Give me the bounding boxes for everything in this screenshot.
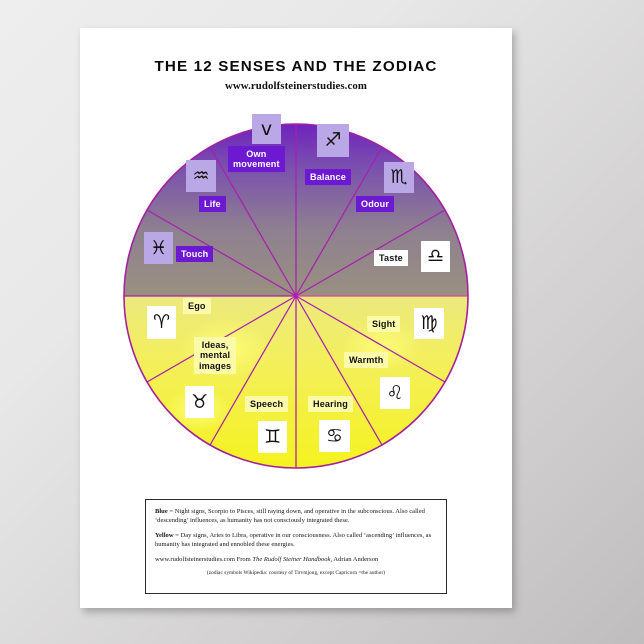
glyph-pisces: ♓ bbox=[144, 232, 173, 264]
poster-canvas: THE 12 SENSES AND THE ZODIAC www.rudolfs… bbox=[80, 28, 512, 608]
glyph-cancer: ♋ bbox=[319, 420, 350, 452]
label-own-movement: Own movement bbox=[228, 146, 285, 173]
label-touch: Touch bbox=[176, 246, 214, 262]
note-yellow-paragraph: Yellow = Day signs, Aries to Libra, oper… bbox=[155, 531, 437, 549]
page-title: THE 12 SENSES AND THE ZODIAC bbox=[154, 58, 438, 75]
note-source-line: www.rudolfsteinerstudies.com From The Ru… bbox=[155, 555, 437, 564]
page-subtitle: www.rudolfsteinerstudies.com bbox=[225, 80, 367, 92]
zodiac-wheel: ᴠ Own movement ♐ Balance ♏ Odour ♎ Taste… bbox=[120, 114, 472, 472]
label-hearing: Hearing bbox=[308, 396, 353, 412]
glyph-gemini: ♊ bbox=[258, 421, 287, 453]
label-ideas-mental-images: Ideas, mental images bbox=[194, 337, 237, 374]
note-blue-paragraph: Blue = Night signs, Scorpio to Pisces, s… bbox=[155, 507, 437, 525]
glyph-capricorn: ᴠ bbox=[252, 114, 281, 144]
glyph-aquarius: ♒ bbox=[186, 160, 216, 192]
glyph-virgo: ♍ bbox=[414, 308, 444, 339]
glyph-scorpio: ♏ bbox=[384, 162, 414, 193]
wheel-spokes bbox=[124, 124, 468, 468]
label-balance: Balance bbox=[305, 169, 351, 185]
source-book-title: The Rudolf Steiner Handbook bbox=[252, 555, 331, 563]
note-credit-line: (zodiac symbols Wikipedia: courtesy of T… bbox=[206, 569, 386, 576]
glyph-libra: ♎ bbox=[421, 241, 450, 272]
note-yellow-keyword: Yellow bbox=[155, 531, 174, 539]
label-ego: Ego bbox=[183, 298, 211, 314]
source-author: , Adrian Anderson bbox=[330, 555, 379, 563]
note-blue-keyword: Blue bbox=[155, 508, 168, 515]
glyph-aries: ♈ bbox=[147, 306, 176, 339]
source-from-text: From bbox=[234, 555, 253, 563]
glyph-taurus: ♉ bbox=[185, 386, 214, 418]
label-speech: Speech bbox=[245, 396, 289, 412]
wheel-outline bbox=[123, 123, 469, 469]
note-blue-text: = Night signs, Scorpio to Pisces, still … bbox=[155, 508, 425, 525]
label-warmth: Warmth bbox=[344, 352, 389, 368]
note-yellow-text: = Day signs, Aries to Libra, operative i… bbox=[155, 531, 432, 549]
label-taste: Taste bbox=[374, 250, 408, 266]
glyph-leo: ♌ bbox=[380, 377, 410, 409]
glyph-sagittarius: ♐ bbox=[317, 124, 349, 157]
label-life: Life bbox=[199, 196, 226, 212]
label-sight: Sight bbox=[367, 316, 401, 332]
wheel-svg bbox=[123, 123, 469, 469]
source-website[interactable]: www.rudolfsteinerstudies.com bbox=[155, 555, 235, 563]
label-odour: Odour bbox=[356, 196, 395, 212]
legend-note-box: Blue = Night signs, Scorpio to Pisces, s… bbox=[145, 499, 447, 594]
